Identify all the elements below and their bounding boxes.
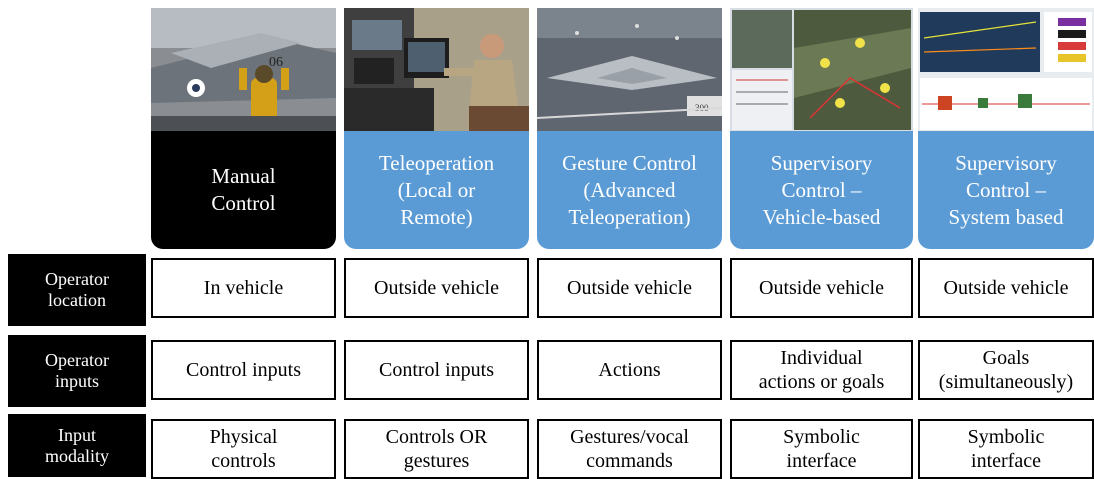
cell-text: Individual actions or goals bbox=[758, 347, 885, 393]
cell-text: Outside vehicle bbox=[943, 277, 1069, 299]
row-label-text: Operator location bbox=[45, 269, 109, 310]
row-label-input-modality: Input modality bbox=[8, 414, 146, 477]
cell-text: Controls OR gestures bbox=[385, 426, 488, 472]
column-header-label: Supervisory Control – System based bbox=[948, 150, 1064, 229]
table-cell: Control inputs bbox=[344, 340, 529, 400]
column-header-supervisory-system: Supervisory Control – System based bbox=[918, 131, 1094, 249]
svg-text:300: 300 bbox=[695, 103, 709, 113]
timeline-interface-screenshot bbox=[918, 8, 1094, 132]
column-header-teleoperation: Teleoperation (Local or Remote) bbox=[344, 131, 529, 249]
cell-text: Outside vehicle bbox=[759, 277, 884, 299]
column-header-label: Supervisory Control – Vehicle-based bbox=[762, 150, 881, 229]
column-header-label: Manual Control bbox=[211, 164, 276, 215]
table-cell: Outside vehicle bbox=[537, 258, 722, 318]
cell-text: Physical controls bbox=[209, 426, 278, 472]
column-header-label: Teleoperation (Local or Remote) bbox=[378, 150, 495, 229]
row-label-text: Input modality bbox=[45, 424, 109, 466]
table-cell: Control inputs bbox=[151, 340, 336, 400]
pilot-on-carrier-deck-photo: 06 bbox=[151, 8, 336, 132]
cell-text: Outside vehicle bbox=[567, 277, 692, 299]
table-cell: Gestures/vocal commands bbox=[537, 419, 722, 479]
cell-text: Control inputs bbox=[185, 359, 301, 381]
row-label-text: Operator inputs bbox=[45, 350, 109, 391]
table-cell: Outside vehicle bbox=[344, 258, 529, 318]
table-cell: Physical controls bbox=[151, 419, 336, 479]
operator-at-ground-station-photo bbox=[344, 8, 529, 132]
table-cell: Controls OR gestures bbox=[344, 419, 529, 479]
table-cell: Outside vehicle bbox=[918, 258, 1094, 318]
table-cell: Individual actions or goals bbox=[730, 340, 913, 400]
table-cell: Symbolic interface bbox=[918, 419, 1094, 479]
cell-text: Symbolic interface bbox=[967, 426, 1045, 472]
row-label-operator-location: Operator location bbox=[8, 254, 146, 326]
table-cell: Symbolic interface bbox=[730, 419, 913, 479]
cell-text: In vehicle bbox=[203, 277, 284, 299]
table-cell: Outside vehicle bbox=[730, 258, 913, 318]
column-header-gesture-control: Gesture Control (Advanced Teleoperation) bbox=[537, 131, 722, 249]
drone-on-carrier-deck-photo: 300 bbox=[537, 8, 722, 132]
svg-text:06: 06 bbox=[269, 55, 283, 70]
cell-text: Gestures/vocal commands bbox=[570, 426, 689, 472]
cell-text: Outside vehicle bbox=[374, 277, 499, 299]
column-header-label: Gesture Control (Advanced Teleoperation) bbox=[562, 150, 697, 229]
table-cell: Actions bbox=[537, 340, 722, 400]
cell-text: Goals (simultaneously) bbox=[938, 347, 1074, 393]
cell-text: Control inputs bbox=[378, 359, 494, 381]
map-interface-screenshot bbox=[730, 8, 913, 132]
row-label-operator-inputs: Operator inputs bbox=[8, 335, 146, 407]
column-header-supervisory-vehicle: Supervisory Control – Vehicle-based bbox=[730, 131, 913, 249]
table-cell: In vehicle bbox=[151, 258, 336, 318]
cell-text: Actions bbox=[598, 359, 661, 381]
column-header-manual-control: Manual Control bbox=[151, 131, 336, 249]
table-cell: Goals (simultaneously) bbox=[918, 340, 1094, 400]
cell-text: Symbolic interface bbox=[783, 426, 860, 472]
